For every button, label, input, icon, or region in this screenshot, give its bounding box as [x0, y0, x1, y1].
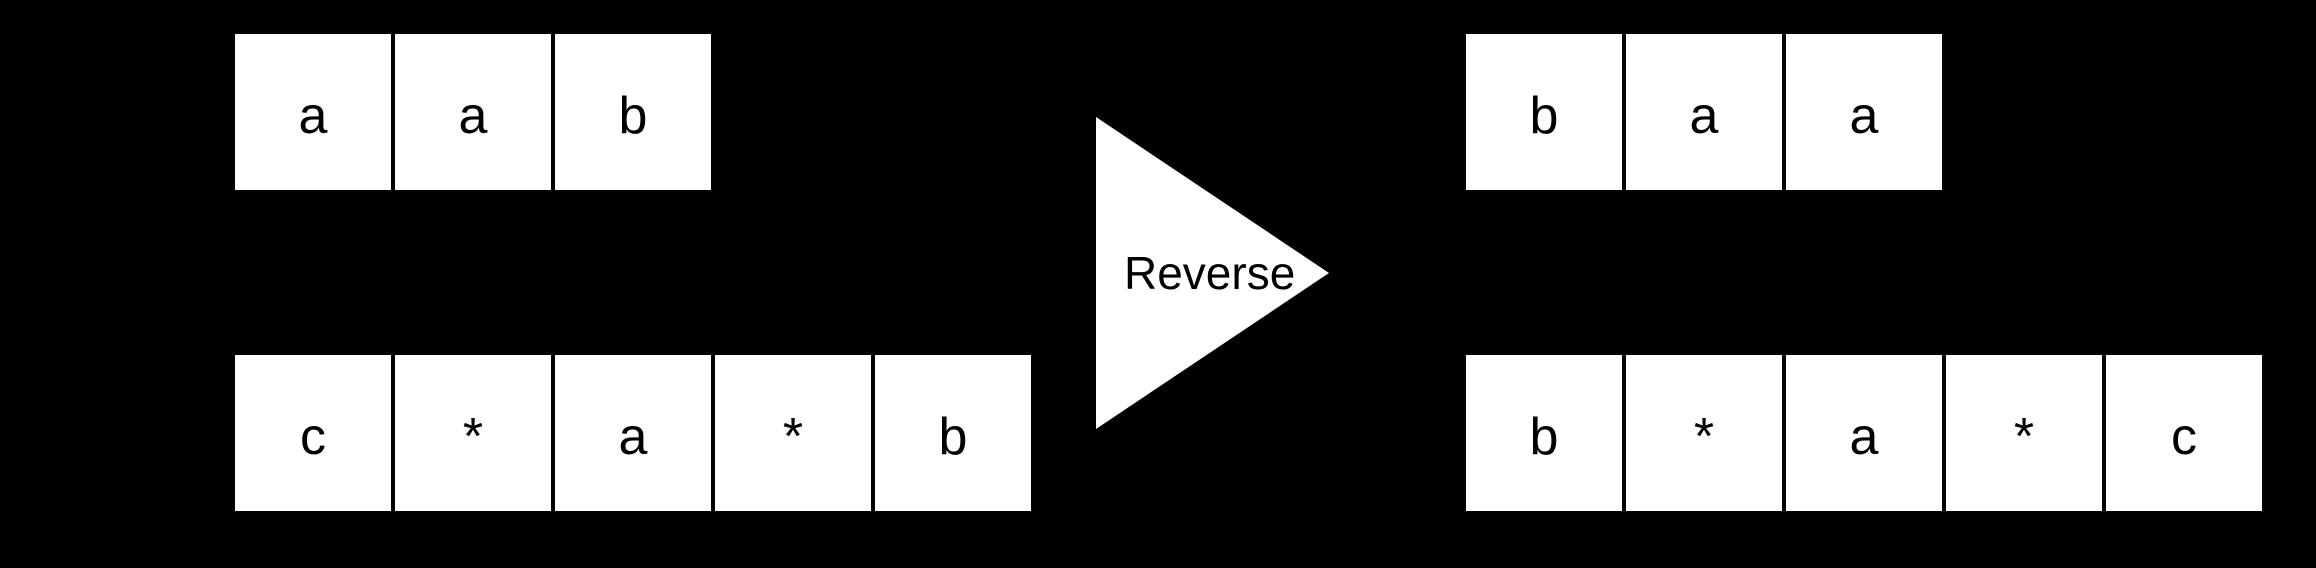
sequence-cell: * — [715, 355, 871, 511]
cell-letter: a — [1849, 87, 1879, 145]
sequence-cell: * — [1626, 355, 1782, 511]
sequence-cell: c — [2106, 355, 2262, 511]
sequence-cell: c — [235, 355, 391, 511]
cell-letter: b — [1529, 87, 1559, 145]
sequence-cell: a — [1786, 355, 1942, 511]
cell-letter: * — [782, 408, 804, 466]
sequence-output-bottom: b * a * c — [1466, 355, 2262, 511]
cell-letter: c — [300, 408, 326, 466]
cell-letter: a — [1849, 408, 1879, 466]
sequence-cell: a — [235, 34, 391, 190]
sequence-cell: b — [1466, 355, 1622, 511]
sequence-input-bottom: c * a * b — [235, 355, 1031, 511]
cell-letter: c — [2171, 408, 2197, 466]
cell-letter: b — [938, 408, 968, 466]
cell-letter: a — [458, 87, 488, 145]
reverse-arrow-icon: Reverse — [1096, 117, 1329, 429]
sequence-cell: b — [1466, 34, 1622, 190]
cell-letter: a — [1689, 87, 1719, 145]
cell-letter: b — [1529, 408, 1559, 466]
sequence-cell: a — [1786, 34, 1942, 190]
sequence-cell: a — [395, 34, 551, 190]
cell-letter: a — [618, 408, 648, 466]
sequence-cell: a — [555, 355, 711, 511]
sequence-cell: b — [555, 34, 711, 190]
sequence-cell: * — [1946, 355, 2102, 511]
sequence-cell: a — [1626, 34, 1782, 190]
cell-letter: * — [1693, 408, 1715, 466]
sequence-cell: * — [395, 355, 551, 511]
cell-letter: b — [618, 87, 648, 145]
sequence-cell: b — [875, 355, 1031, 511]
reverse-arrow-label: Reverse — [1124, 247, 1296, 299]
cell-letter: a — [298, 87, 328, 145]
cell-letter: * — [2013, 408, 2035, 466]
cell-letter: * — [462, 408, 484, 466]
